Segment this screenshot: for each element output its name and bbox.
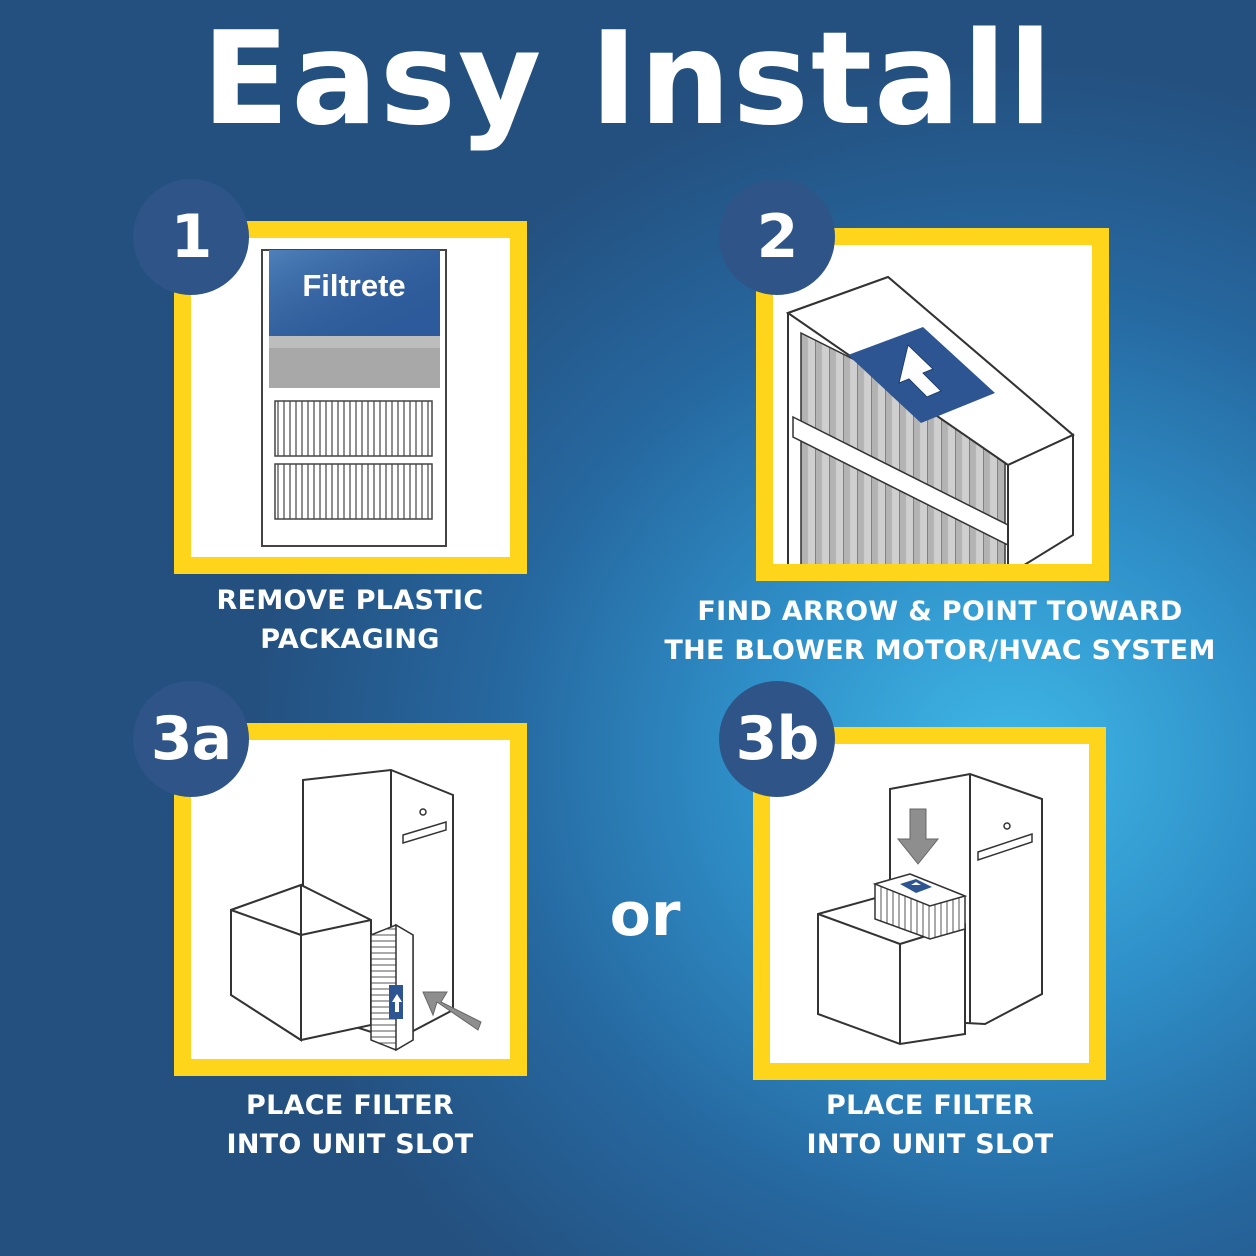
step-3a-caption: PLACE FILTER INTO UNIT SLOT xyxy=(150,1086,550,1164)
step-3a-badge: 3a xyxy=(133,681,249,797)
step-1-caption: REMOVE PLASTIC PACKAGING xyxy=(150,581,550,659)
step-2-caption: FIND ARROW & POINT TOWARD THE BLOWER MOT… xyxy=(640,592,1240,670)
filter-arrow-illustration xyxy=(785,275,1075,564)
step-1-badge: 1 xyxy=(133,179,249,295)
furnace-top-slot-illustration xyxy=(817,772,1043,1046)
step-1-caption-line-2: PACKAGING xyxy=(260,624,440,655)
or-label: or xyxy=(609,880,681,950)
step-3b-caption: PLACE FILTER INTO UNIT SLOT xyxy=(730,1086,1130,1164)
step-1-illustration-frame: Filtrete xyxy=(174,221,527,574)
step-2-caption-line-2: THE BLOWER MOTOR/HVAC SYSTEM xyxy=(664,635,1216,666)
filter-package-illustration: Filtrete xyxy=(261,249,447,547)
step-3a-caption-line-2: INTO UNIT SLOT xyxy=(226,1129,474,1160)
step-3b-illustration-frame xyxy=(753,727,1106,1080)
step-3a-caption-line-1: PLACE FILTER xyxy=(245,1090,455,1121)
step-3a-illustration-frame xyxy=(174,723,527,1076)
step-2-caption-line-1: FIND ARROW & POINT TOWARD xyxy=(697,596,1183,627)
page-title: Easy Install xyxy=(201,5,1055,154)
step-2-illustration-frame xyxy=(756,228,1109,581)
step-2-badge: 2 xyxy=(719,179,835,295)
step-1-caption-line-1: REMOVE PLASTIC xyxy=(216,585,484,616)
step-3b-caption-line-2: INTO UNIT SLOT xyxy=(806,1129,1054,1160)
furnace-side-slot-illustration xyxy=(230,768,482,1052)
step-3b-badge: 3b xyxy=(719,681,835,797)
filtrete-logo: Filtrete xyxy=(302,268,405,303)
step-3b-caption-line-1: PLACE FILTER xyxy=(825,1090,1035,1121)
